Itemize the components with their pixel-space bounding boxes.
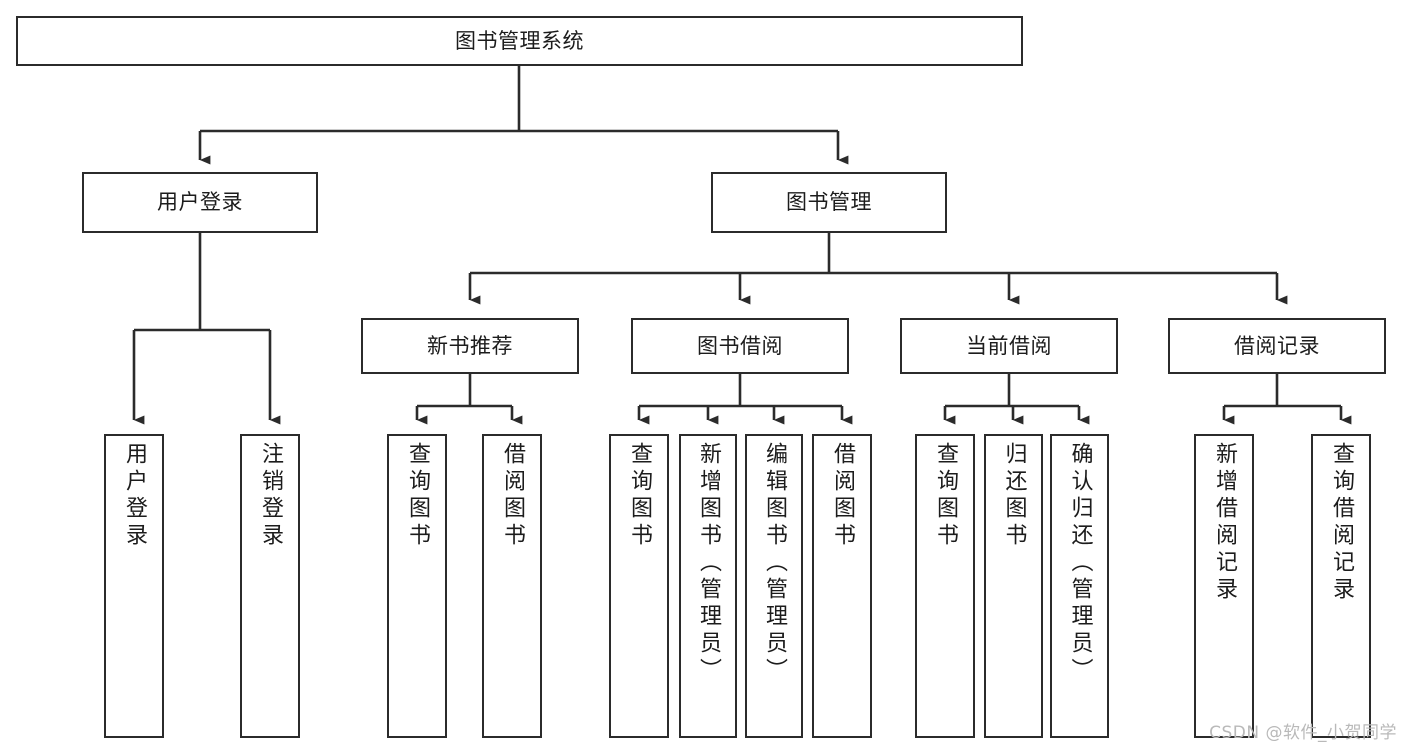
node-label: 编辑图书（管理员） (762, 442, 787, 685)
leaf-recommend-borrow-book[interactable]: 借阅图书 (482, 434, 542, 738)
node-user-login[interactable]: 用户登录 (82, 172, 318, 233)
leaf-borrow-edit-book-admin[interactable]: 编辑图书（管理员） (745, 434, 803, 738)
node-label: 图书管理 (786, 190, 872, 215)
node-book-borrow[interactable]: 图书借阅 (631, 318, 849, 374)
node-current-borrow[interactable]: 当前借阅 (900, 318, 1118, 374)
node-label: 当前借阅 (966, 333, 1052, 358)
node-label: 归还图书 (1001, 442, 1027, 550)
leaf-borrow-borrow-book[interactable]: 借阅图书 (812, 434, 872, 738)
leaf-borrow-add-book-admin[interactable]: 新增图书（管理员） (679, 434, 737, 738)
node-label: 查询借阅记录 (1329, 442, 1354, 604)
leaf-borrow-query-book[interactable]: 查询图书 (609, 434, 669, 738)
node-label: 注销登录 (258, 442, 283, 550)
node-borrow-record[interactable]: 借阅记录 (1168, 318, 1386, 374)
node-label: 借阅记录 (1234, 333, 1320, 358)
node-label: 新增借阅记录 (1212, 442, 1237, 604)
node-label: 图书管理系统 (455, 28, 584, 53)
node-label: 查询图书 (405, 442, 430, 550)
node-label: 新增图书（管理员） (696, 442, 721, 685)
csdn-watermark: CSDN @软件_小贺同学 (1209, 723, 1397, 743)
node-root-system[interactable]: 图书管理系统 (16, 16, 1023, 66)
node-new-book-recommend[interactable]: 新书推荐 (361, 318, 579, 374)
leaf-record-query-record[interactable]: 查询借阅记录 (1311, 434, 1371, 738)
leaf-current-confirm-return-admin[interactable]: 确认归还（管理员） (1050, 434, 1109, 738)
node-label: 查询图书 (933, 442, 958, 550)
node-book-management[interactable]: 图书管理 (711, 172, 947, 233)
node-label: 用户登录 (122, 442, 147, 550)
leaf-current-return-book[interactable]: 归还图书 (984, 434, 1043, 738)
node-label: 新书推荐 (427, 333, 513, 358)
node-label: 用户登录 (157, 190, 243, 215)
node-label: 查询图书 (627, 442, 652, 550)
leaf-recommend-query-book[interactable]: 查询图书 (387, 434, 447, 738)
leaf-record-add-record[interactable]: 新增借阅记录 (1194, 434, 1254, 738)
leaf-current-query-book[interactable]: 查询图书 (915, 434, 975, 738)
node-label: 图书借阅 (697, 333, 783, 358)
node-label: 借阅图书 (500, 442, 525, 550)
node-label: 借阅图书 (830, 442, 855, 550)
leaf-user-login-logout[interactable]: 注销登录 (240, 434, 300, 738)
node-label: 确认归还（管理员） (1067, 442, 1093, 685)
leaf-user-login-login[interactable]: 用户登录 (104, 434, 164, 738)
